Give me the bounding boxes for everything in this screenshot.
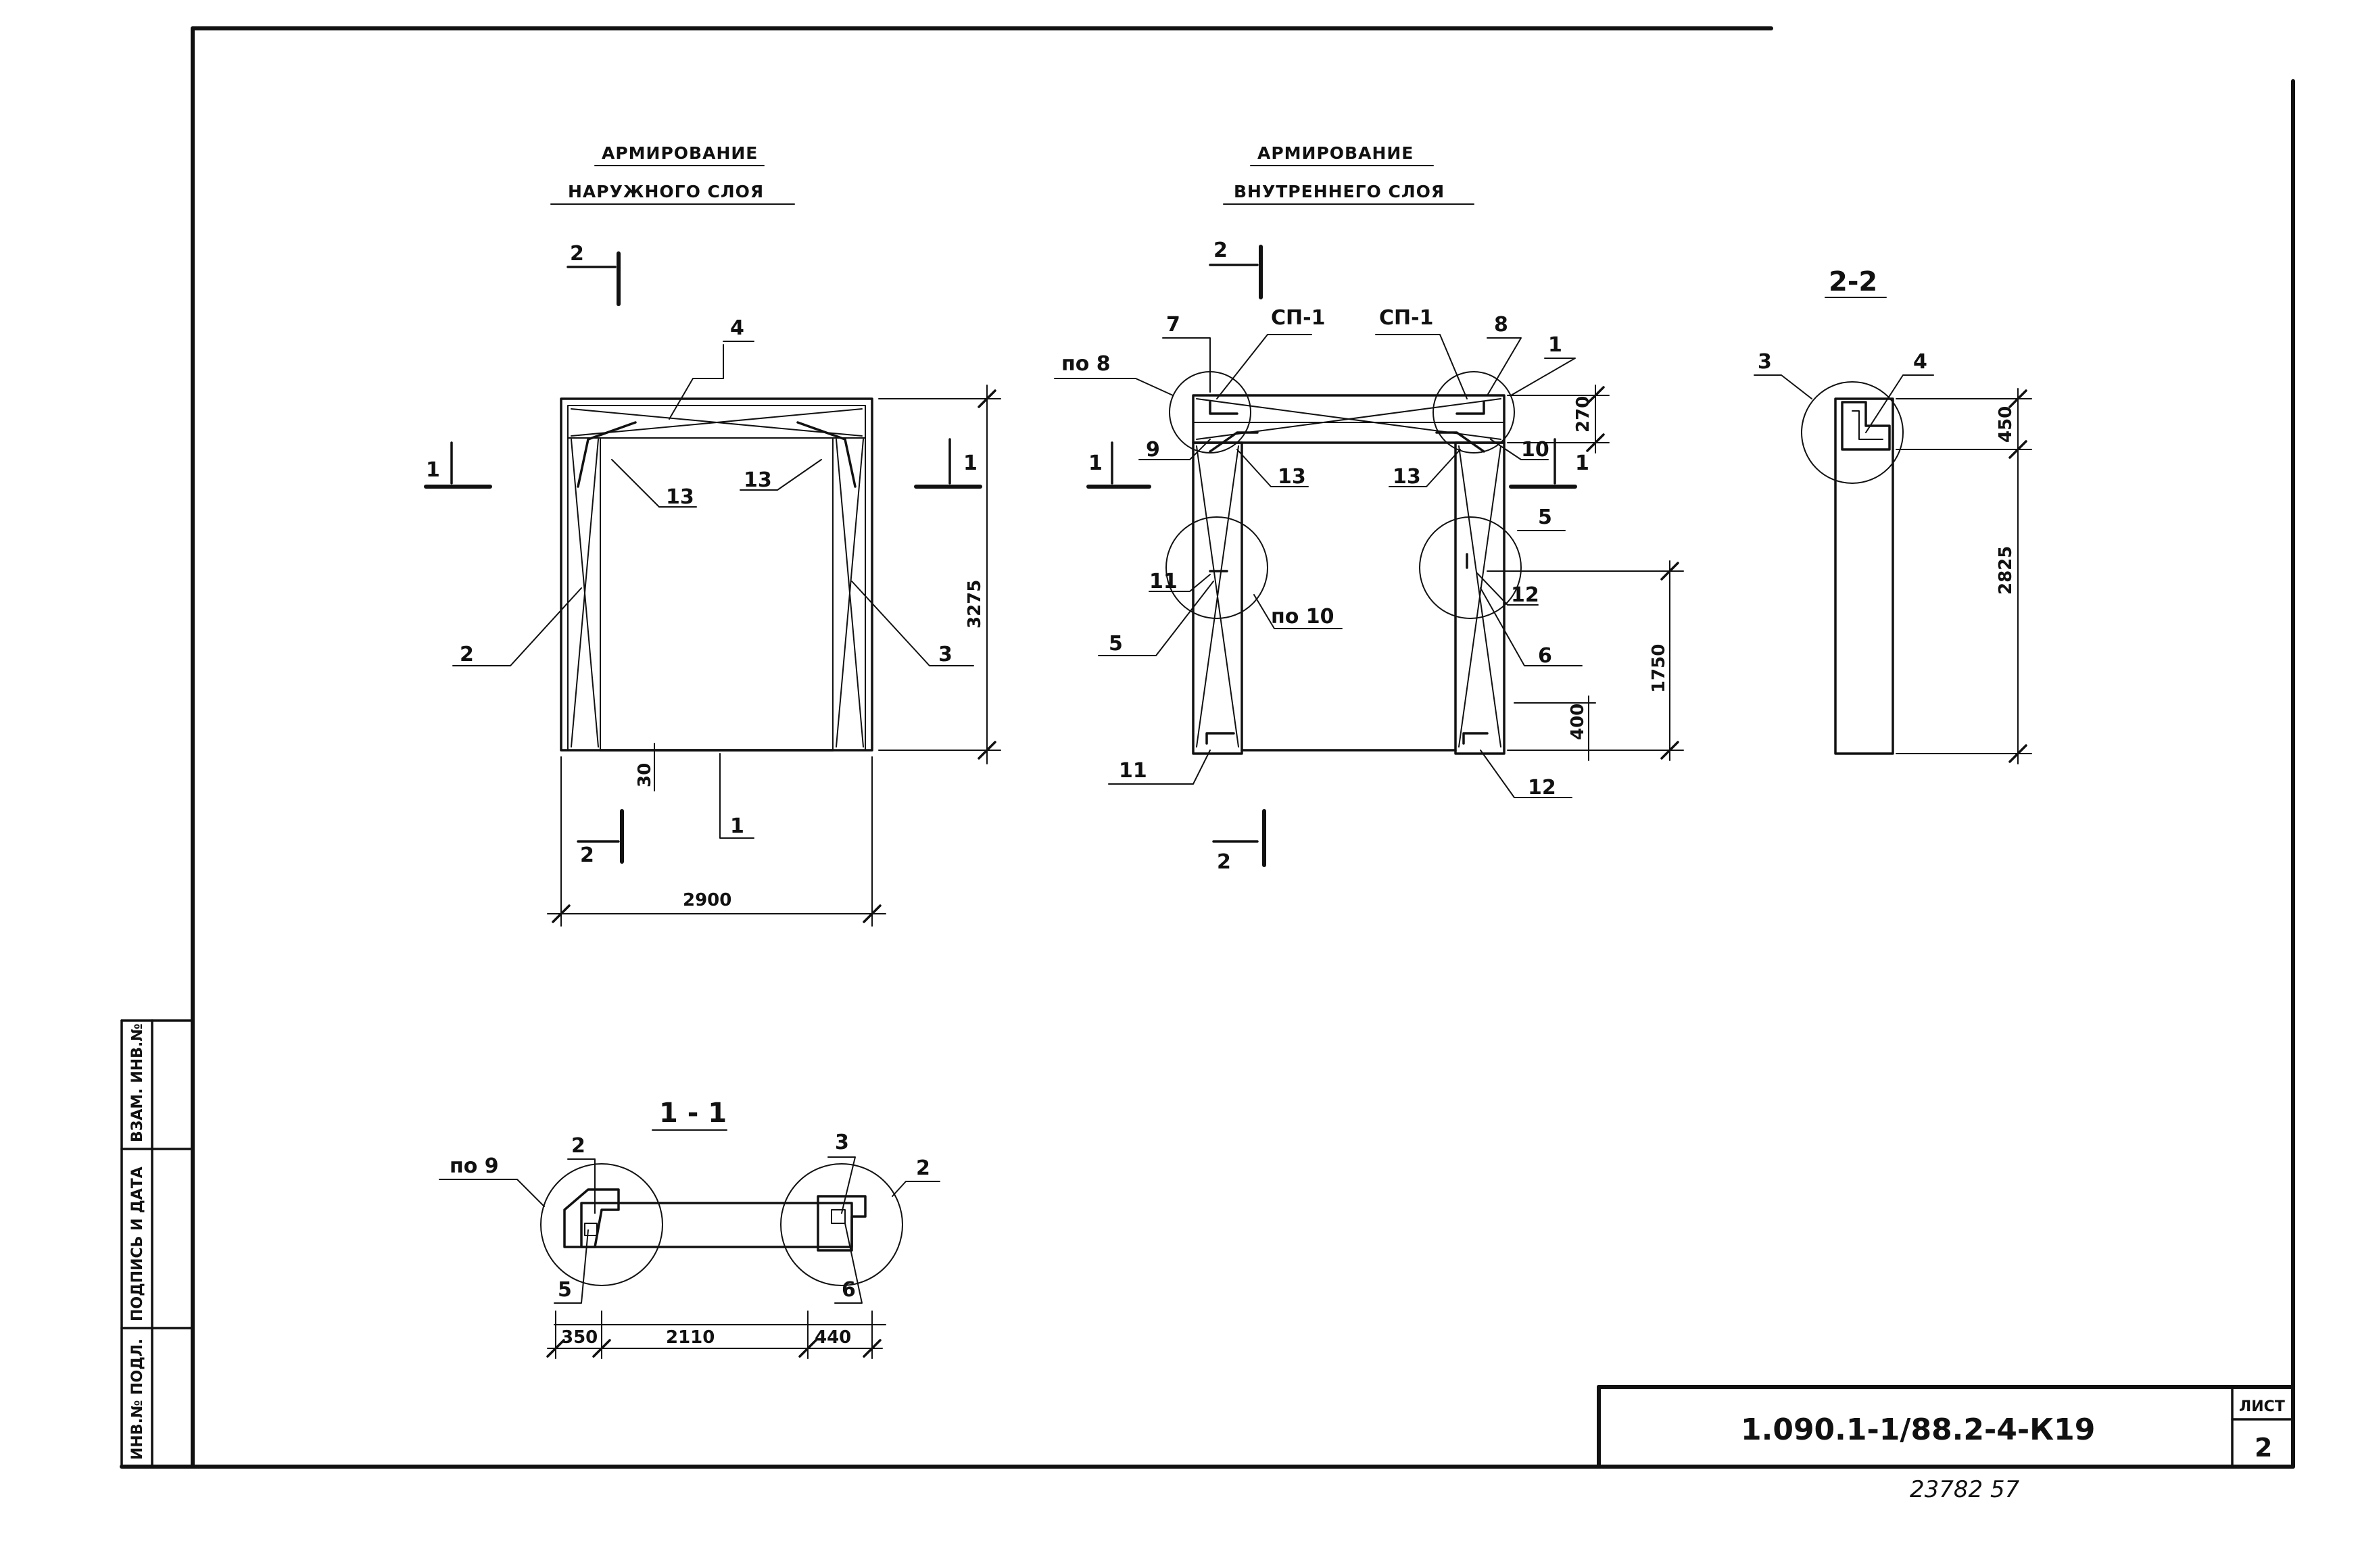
section-1-1-title: 1 - 1 bbox=[659, 1098, 727, 1129]
inner-pos-6: 6 bbox=[1538, 644, 1552, 668]
inner-pos-12-mid: 12 bbox=[1511, 583, 1539, 607]
outer-layer-view: АРМИРОВАНИЕ НАРУЖНОГО СЛОЯ 2 2 bbox=[424, 143, 1001, 927]
outer-cut-mark-1-right: 1 bbox=[963, 451, 978, 475]
inner-pos-5-right: 5 bbox=[1538, 506, 1552, 529]
section-2-2: 2-2 3 4 450 2825 bbox=[1754, 266, 2032, 764]
section-1-1-pos-2-right: 2 bbox=[916, 1156, 930, 1180]
outer-pos-4: 4 bbox=[730, 316, 744, 340]
detail-circle-mid-left bbox=[1165, 516, 1268, 619]
inner-pos-sp1-right: СП-1 bbox=[1379, 306, 1433, 330]
section-1-1-dim-440: 440 bbox=[815, 1327, 851, 1348]
inner-pos-7: 7 bbox=[1166, 313, 1180, 337]
section-1-1-pos-2-left: 2 bbox=[571, 1134, 585, 1158]
outer-title-line1: АРМИРОВАНИЕ bbox=[602, 143, 758, 163]
inner-cut-mark-2-bottom: 2 bbox=[1217, 850, 1231, 874]
outer-dim-height: 3275 bbox=[965, 580, 985, 629]
outer-title-line2: НАРУЖНОГО СЛОЯ bbox=[568, 182, 764, 201]
stamp-label-vzam: ВЗАМ. ИНВ.№ bbox=[129, 1023, 146, 1142]
inner-pos-10: 10 bbox=[1521, 438, 1549, 462]
document-code: 1.090.1-1/88.2-4-К19 bbox=[1741, 1413, 2095, 1447]
inner-dim-bot: 400 bbox=[1568, 704, 1588, 740]
inner-pos-1: 1 bbox=[1548, 333, 1562, 357]
section-1-1-pos-6: 6 bbox=[842, 1278, 856, 1302]
outer-panel bbox=[560, 397, 873, 752]
outer-dim-gap: 30 bbox=[635, 763, 655, 787]
outer-cut-mark-1-left: 1 bbox=[426, 458, 440, 482]
section-1-1-pos-5: 5 bbox=[558, 1278, 572, 1302]
inner-cut-mark-2-top: 2 bbox=[1213, 239, 1228, 262]
section-2-2-dim-main: 2825 bbox=[1996, 546, 2016, 595]
inner-dim-top: 270 bbox=[1573, 396, 1593, 433]
inner-cut-mark-1-right: 1 bbox=[1575, 451, 1589, 475]
outer-dim-width: 2900 bbox=[683, 890, 731, 910]
inner-panel bbox=[1192, 394, 1506, 755]
section-1-1-pos-3: 3 bbox=[835, 1131, 849, 1154]
section-1-1-left-circle bbox=[540, 1163, 663, 1286]
section-2-2-title: 2-2 bbox=[1829, 266, 1877, 297]
section-2-2-pos-4: 4 bbox=[1913, 350, 1927, 374]
inner-pos-8: 8 bbox=[1494, 313, 1508, 337]
outer-pos-13-right: 13 bbox=[744, 468, 772, 492]
inner-dim-mid: 1750 bbox=[1649, 644, 1669, 693]
sheet-frame bbox=[120, 26, 2295, 1469]
inner-note-po10: по 10 bbox=[1271, 605, 1334, 629]
section-1-1-note-po9: по 9 bbox=[450, 1154, 499, 1178]
outer-pos-2: 2 bbox=[460, 643, 474, 666]
section-1-1-dim-2110: 2110 bbox=[666, 1327, 715, 1348]
outer-cut-mark-2-bottom: 2 bbox=[580, 843, 594, 867]
section-1-1-dim-350: 350 bbox=[561, 1327, 598, 1348]
sheet-number: 2 bbox=[2255, 1433, 2272, 1463]
section-2-2-pos-3: 3 bbox=[1758, 350, 1772, 374]
outer-cut-mark-2-top: 2 bbox=[570, 242, 584, 266]
detail-circle-top-right bbox=[1432, 371, 1515, 454]
section-1-1: 1 - 1 2 3 2 5 6 по 9 350 2110 440 bbox=[439, 1098, 940, 1359]
inner-pos-9: 9 bbox=[1146, 438, 1160, 462]
inner-pos-5-left: 5 bbox=[1109, 632, 1123, 656]
inner-note-po8: по 8 bbox=[1061, 352, 1111, 376]
detail-circle-mid-right bbox=[1419, 516, 1522, 619]
sheet-label: ЛИСТ bbox=[2239, 1398, 2285, 1415]
inner-pos-12-bottom: 12 bbox=[1528, 776, 1556, 800]
inner-pos-11-bottom: 11 bbox=[1119, 759, 1147, 783]
outer-pos-1: 1 bbox=[730, 814, 744, 838]
stamp-label-inv: ИНВ.№ ПОДЛ. bbox=[129, 1339, 146, 1460]
section-2-2-dim-top: 450 bbox=[1996, 406, 2016, 443]
inner-title-line1: АРМИРОВАНИЕ bbox=[1257, 143, 1414, 163]
archive-number: 23782 57 bbox=[1910, 1476, 2020, 1503]
section-1-1-right-circle bbox=[780, 1163, 903, 1286]
inner-pos-13-left: 13 bbox=[1278, 465, 1306, 489]
inner-cut-mark-1-left: 1 bbox=[1088, 451, 1103, 475]
outer-pos-3: 3 bbox=[938, 643, 953, 666]
inner-pos-sp1-left: СП-1 bbox=[1271, 306, 1325, 330]
section-2-2-detail-circle bbox=[1801, 381, 1904, 484]
inner-pos-13-right: 13 bbox=[1393, 465, 1421, 489]
outer-pos-13-left: 13 bbox=[666, 485, 694, 509]
title-block: 1.090.1-1/88.2-4-К19 ЛИСТ 2 23782 57 bbox=[1597, 1385, 2295, 1503]
inner-layer-view: АРМИРОВАНИЕ ВНУТРЕННЕГО СЛОЯ bbox=[1054, 143, 1684, 874]
inner-title-line2: ВНУТРЕННЕГО СЛОЯ bbox=[1234, 182, 1445, 201]
stamp-label-podpis: ПОДПИСЬ И ДАТА bbox=[129, 1167, 146, 1321]
inner-pos-11-mid: 11 bbox=[1149, 570, 1178, 593]
side-stamp: ВЗАМ. ИНВ.№ ПОДПИСЬ И ДАТА ИНВ.№ ПОДЛ. bbox=[120, 1019, 194, 1468]
